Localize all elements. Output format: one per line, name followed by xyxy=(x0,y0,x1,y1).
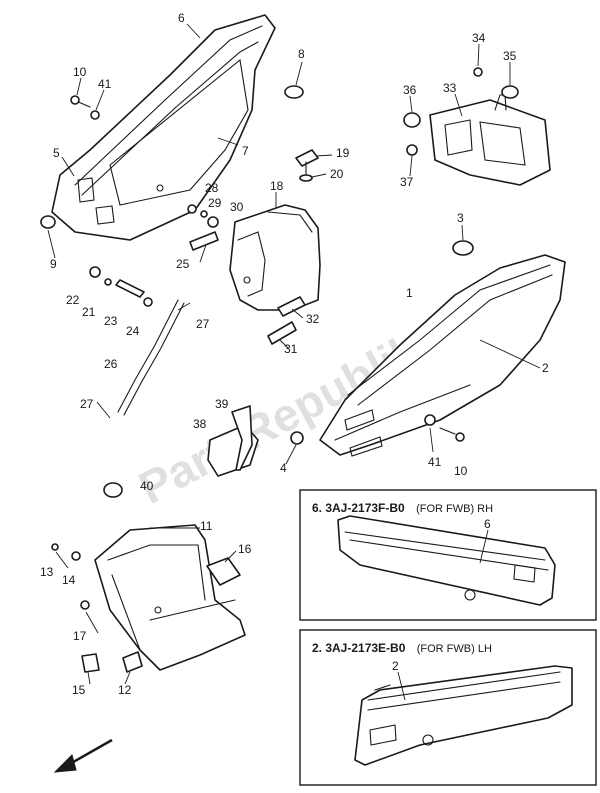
callout-part-27: 27 xyxy=(196,317,210,331)
side-cover-lh-2 xyxy=(319,254,566,457)
knob-19 xyxy=(295,149,319,182)
battery-case-18 xyxy=(229,204,321,311)
callout-part-4: 4 xyxy=(280,461,287,475)
arrow-down-left-icon xyxy=(53,738,113,773)
callout-part-35: 35 xyxy=(503,49,517,63)
callout-part-11: 11 xyxy=(200,519,213,533)
callout-part-34: 34 xyxy=(472,31,486,45)
svg-text:2. 3AJ-2173E-B0 (FOR FWB: 2. 3AJ-2173E-B0 (FOR FWB) LH xyxy=(312,641,492,655)
variant-rh-note: (FOR FWB) RH xyxy=(416,503,493,515)
variant-rh-title: 6. 3AJ-2173F-B0 xyxy=(312,501,405,515)
callout-part-5: 5 xyxy=(53,146,60,160)
pad-32 xyxy=(267,296,306,345)
callout-part-39: 39 xyxy=(215,397,229,411)
callout-part-16: 16 xyxy=(238,542,252,556)
hose-26 xyxy=(117,299,185,416)
leader-lines xyxy=(47,23,541,701)
bracket-33 xyxy=(403,67,551,186)
callout-part-1: 1 xyxy=(406,286,413,300)
variant-lh-title: 2. 3AJ-2173E-B0 xyxy=(312,641,406,655)
callout-part-22: 22 xyxy=(66,293,80,307)
callout-part-40: 40 xyxy=(140,479,154,493)
callout-part-2: 2 xyxy=(392,659,399,673)
callout-part-28: 28 xyxy=(205,181,219,195)
grommet-8 xyxy=(284,85,304,99)
callout-part-14: 14 xyxy=(62,573,76,587)
callout-part-37: 37 xyxy=(400,175,414,189)
grommet-16 xyxy=(206,557,241,586)
callout-part-31: 31 xyxy=(284,342,298,356)
callout-part-41: 41 xyxy=(98,77,112,91)
cover-11 xyxy=(94,524,246,671)
clip-12 xyxy=(122,651,143,673)
callout-part-8: 8 xyxy=(298,47,305,61)
callout-part-21: 21 xyxy=(82,305,96,319)
grommet-40 xyxy=(103,482,123,498)
callout-part-23: 23 xyxy=(104,314,118,328)
callout-part-30: 30 xyxy=(230,200,244,214)
callout-part-18: 18 xyxy=(270,179,284,193)
callout-part-12: 12 xyxy=(118,683,132,697)
svg-text:6. 3AJ-2173F-B0 (FOR FWB: 6. 3AJ-2173F-B0 (FOR FWB) RH xyxy=(312,501,493,515)
callout-part-38: 38 xyxy=(193,417,207,431)
variant-box-rh: 6. 3AJ-2173F-B0 (FOR FWB) RH xyxy=(299,489,597,621)
callout-part-10: 10 xyxy=(73,65,87,79)
callout-part-19: 19 xyxy=(336,146,350,160)
callout-part-9: 9 xyxy=(50,257,57,271)
callout-part-10: 10 xyxy=(454,464,468,478)
grommet-15 xyxy=(81,653,100,673)
callouts: 6 8 10 41 7 5 9 19 20 18 28 29 30 25 22 … xyxy=(40,11,549,697)
bolt-10-upper xyxy=(70,95,100,120)
grommet-3 xyxy=(452,240,474,256)
side-cover-rh-upper xyxy=(51,14,276,241)
callout-part-27: 27 xyxy=(80,397,94,411)
callout-part-32: 32 xyxy=(306,312,320,326)
fastener-13 xyxy=(51,543,59,551)
fastener-17 xyxy=(80,600,90,610)
variant-box-lh: 2. 3AJ-2173E-B0 (FOR FWB) LH xyxy=(299,629,597,786)
callout-part-17: 17 xyxy=(73,629,87,643)
callout-part-20: 20 xyxy=(330,167,344,181)
callout-part-3: 3 xyxy=(457,211,464,225)
bolt-10-lower xyxy=(424,414,465,442)
callout-part-26: 26 xyxy=(104,357,118,371)
callout-part-41: 41 xyxy=(428,455,442,469)
callout-part-24: 24 xyxy=(126,324,140,338)
grommet-4 xyxy=(290,431,304,445)
callout-part-7: 7 xyxy=(242,144,249,158)
callout-part-29: 29 xyxy=(208,196,222,210)
callout-part-13: 13 xyxy=(40,565,54,579)
callout-part-25: 25 xyxy=(176,257,190,271)
callout-part-36: 36 xyxy=(403,83,417,97)
variant-lh-note: (FOR FWB) LH xyxy=(417,643,492,655)
bolt-assembly-21-24 xyxy=(89,266,153,307)
grommet-9 xyxy=(40,215,56,229)
callout-part-2: 2 xyxy=(542,361,549,375)
callout-part-33: 33 xyxy=(443,81,457,95)
callout-part-15: 15 xyxy=(72,683,86,697)
clip-25 xyxy=(189,231,219,251)
callout-part-6: 6 xyxy=(178,11,185,25)
callout-part-6: 6 xyxy=(484,517,491,531)
fasteners-28-30 xyxy=(187,204,219,228)
fastener-14 xyxy=(71,551,81,561)
holder-38-39 xyxy=(207,405,259,477)
